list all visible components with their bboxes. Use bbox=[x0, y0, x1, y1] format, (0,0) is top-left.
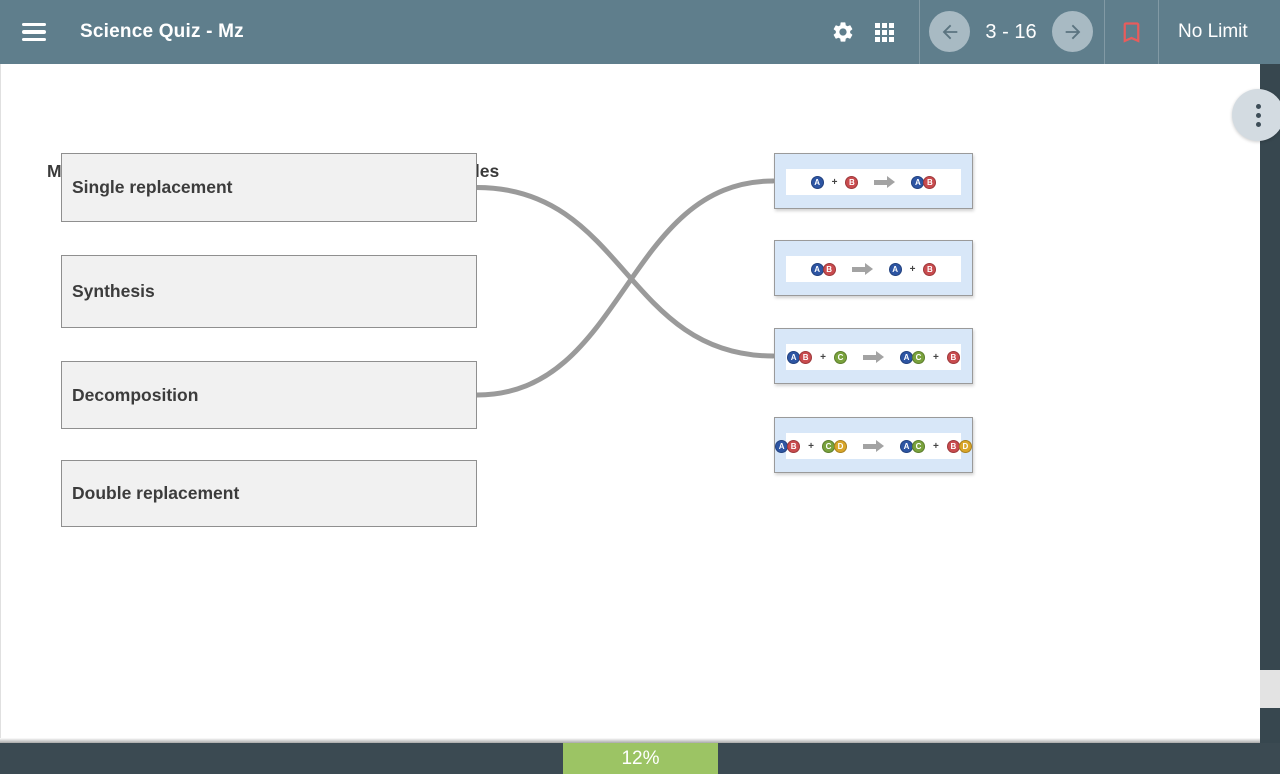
atom-circle-b: B bbox=[822, 262, 836, 276]
plus-sign: + bbox=[933, 440, 939, 452]
molecule: A bbox=[810, 175, 824, 189]
match-source-label: Synthesis bbox=[72, 281, 155, 301]
bookmark-button[interactable] bbox=[1117, 0, 1145, 64]
atom-circle-d: D bbox=[958, 439, 972, 453]
question-position: 3 - 16 bbox=[985, 21, 1037, 43]
right-scroll-panel bbox=[1260, 64, 1280, 743]
atom-circle-a: A bbox=[787, 350, 801, 364]
arrow-left-icon bbox=[942, 24, 957, 39]
atom-circle-b: B bbox=[946, 439, 960, 453]
next-question-button[interactable] bbox=[1052, 11, 1093, 52]
grid-view-button[interactable] bbox=[871, 0, 897, 64]
app-bar: Science Quiz - Mz 3 - 16 bbox=[0, 0, 1280, 64]
more-options-fab[interactable] bbox=[1232, 89, 1280, 141]
match-source-item-1[interactable]: Synthesis bbox=[61, 255, 477, 328]
arrow-right-icon bbox=[1065, 24, 1080, 39]
atom-circle-a: A bbox=[900, 439, 913, 453]
bottom-status-bar: 12% bbox=[0, 743, 1280, 774]
scrollbar-thumb[interactable] bbox=[1260, 670, 1280, 708]
atom-circle-d: D bbox=[834, 439, 847, 453]
bookmark-icon bbox=[1123, 21, 1139, 43]
gear-icon bbox=[833, 22, 853, 42]
reaction-arrow-icon bbox=[863, 351, 884, 363]
atom-circle-c: C bbox=[822, 439, 835, 453]
atom-circle-a: A bbox=[888, 262, 902, 276]
match-source-label: Single replacement bbox=[72, 177, 233, 197]
reaction-arrow-icon bbox=[851, 263, 873, 275]
match-source-item-0[interactable]: Single replacement bbox=[61, 153, 477, 222]
atom-circle-c: C bbox=[912, 439, 925, 453]
bottom-shadow bbox=[0, 738, 1260, 743]
atom-circle-b: B bbox=[923, 175, 937, 189]
grid-icon bbox=[874, 22, 894, 42]
atom-circle-c: C bbox=[834, 350, 847, 364]
plus-sign: + bbox=[933, 351, 939, 363]
match-source-item-3[interactable]: Double replacement bbox=[61, 460, 477, 527]
molecule: B bbox=[845, 175, 859, 189]
menu-button[interactable] bbox=[22, 20, 50, 44]
hamburger-icon bbox=[22, 22, 46, 27]
molecule: C bbox=[834, 350, 847, 364]
match-source-item-2[interactable]: Decomposition bbox=[61, 361, 477, 429]
plus-sign: + bbox=[808, 440, 814, 452]
kebab-menu-icon bbox=[1255, 103, 1261, 109]
atom-circle-a: A bbox=[810, 175, 824, 189]
atom-circle-b: B bbox=[946, 350, 960, 364]
atom-circle-b: B bbox=[799, 350, 813, 364]
settings-button[interactable] bbox=[829, 0, 857, 64]
atom-circle-a: A bbox=[775, 439, 789, 453]
molecule: B bbox=[946, 350, 960, 364]
molecule: A bbox=[888, 262, 902, 276]
plus-sign: + bbox=[820, 351, 826, 363]
match-source-label: Decomposition bbox=[72, 384, 199, 405]
atom-circle-b: B bbox=[845, 175, 859, 189]
atom-circle-a: A bbox=[900, 350, 913, 364]
reaction-arrow-icon bbox=[874, 176, 896, 188]
atom-circle-c: C bbox=[912, 350, 925, 364]
reaction-arrow-icon bbox=[863, 440, 884, 452]
plus-sign: + bbox=[909, 263, 916, 275]
prev-question-button[interactable] bbox=[929, 11, 970, 52]
header-divider bbox=[1158, 0, 1159, 64]
atom-circle-a: A bbox=[911, 175, 925, 189]
header-divider bbox=[919, 0, 920, 64]
page-title: Science Quiz - Mz bbox=[80, 21, 244, 42]
header-divider bbox=[1104, 0, 1105, 64]
match-source-label: Double replacement bbox=[72, 483, 240, 503]
atom-circle-a: A bbox=[810, 262, 824, 276]
atom-circle-b: B bbox=[787, 439, 801, 453]
atom-circle-b: B bbox=[923, 262, 937, 276]
progress-percent: 12% bbox=[621, 748, 660, 769]
progress-segment: 12% bbox=[563, 743, 718, 774]
plus-sign: + bbox=[831, 176, 838, 188]
time-limit-label: No Limit bbox=[1178, 21, 1248, 42]
molecule: B bbox=[923, 262, 937, 276]
